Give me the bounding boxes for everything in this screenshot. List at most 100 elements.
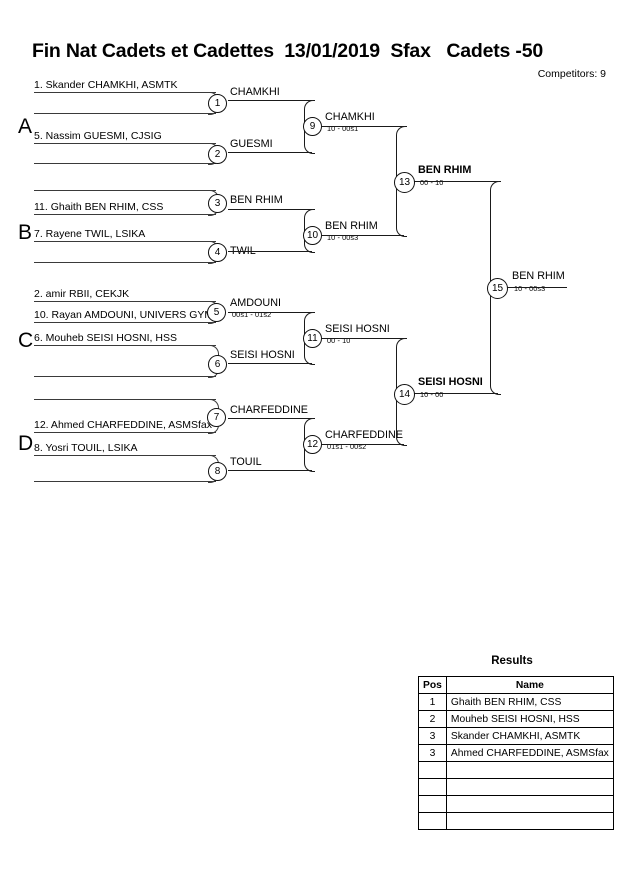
winner-line	[414, 181, 498, 182]
match-winner-12: CHARFEDDINE	[325, 429, 403, 441]
match-score-14: 10 - 00	[420, 390, 444, 399]
entrant-label: 5. Nassim GUESMI, CJSIG	[34, 130, 162, 142]
result-pos: 1	[418, 693, 447, 711]
winner-line	[228, 312, 312, 313]
slot-line	[34, 322, 216, 323]
table-row	[418, 812, 614, 830]
table-row: 3 Skander CHAMKHI, ASMTK	[418, 727, 614, 745]
results-table: Pos Name 1 Ghaith BEN RHIM, CSS 2 Mouheb…	[418, 676, 614, 830]
match-node-12[interactable]: 12	[303, 435, 322, 454]
match-node-6[interactable]: 6	[208, 355, 227, 374]
column-header-name: Name	[445, 676, 614, 694]
entrant-label: 10. Rayan AMDOUNI, UNIVERS GYM	[34, 309, 214, 321]
competitors-count: Competitors: 9	[537, 68, 606, 80]
match-node-2[interactable]: 2	[208, 145, 227, 164]
match-node-11[interactable]: 11	[303, 329, 322, 348]
group-label-b: B	[18, 221, 33, 244]
slot-line	[34, 481, 216, 482]
slot-line	[34, 214, 216, 215]
slot-line	[34, 113, 216, 114]
match-winner-6: SEISI HOSNI	[230, 349, 295, 361]
entrant-label: 7. Rayene TWIL, LSIKA	[34, 228, 146, 240]
entrant-label: 2. amir RBII, CEKJK	[34, 288, 130, 300]
result-name	[445, 795, 614, 813]
table-row: 1 Ghaith BEN RHIM, CSS	[418, 693, 614, 711]
winner-line	[414, 393, 498, 394]
match-winner-9: CHAMKHI	[325, 111, 375, 123]
result-name	[445, 778, 614, 796]
match-winner-7: CHARFEDDINE	[230, 404, 308, 416]
slot-line	[34, 143, 216, 144]
group-label-d: D	[18, 432, 34, 455]
entrant-label: 1. Skander CHAMKHI, ASMTK	[34, 79, 178, 91]
match-winner-13: BEN RHIM	[418, 164, 472, 176]
match-winner-5: AMDOUNI	[230, 297, 281, 309]
table-row: 2 Mouheb SEISI HOSNI, HSS	[418, 710, 614, 728]
match-winner-8: TOUIL	[230, 456, 262, 468]
match-winner-3: BEN RHIM	[230, 194, 283, 206]
match-score-10: 10 - 00s3	[327, 233, 359, 242]
table-row	[418, 778, 614, 796]
slot-line	[34, 301, 216, 302]
page-title: Fin Nat Cadets et Cadettes 13/01/2019 Sf…	[32, 40, 543, 62]
match-winner-14: SEISI HOSNI	[418, 376, 483, 388]
table-header-row: Pos Name	[418, 676, 614, 694]
slot-line	[34, 376, 216, 377]
match-node-13[interactable]: 13	[394, 172, 415, 193]
entrant-label: 12. Ahmed CHARFEDDINE, ASMSfax	[34, 419, 212, 431]
match-node-10[interactable]: 10	[303, 226, 322, 245]
result-name: Mouheb SEISI HOSNI, HSS	[445, 710, 614, 728]
winner-line	[228, 152, 312, 153]
match-winner-15: BEN RHIM	[512, 270, 565, 282]
winner-line	[228, 418, 312, 419]
match-node-15[interactable]: 15	[487, 278, 508, 299]
winner-line	[322, 338, 404, 339]
winner-line	[322, 444, 404, 445]
result-name: Skander CHAMKHI, ASMTK	[445, 727, 614, 745]
match-score-15: 10 - 00s3	[514, 284, 546, 293]
table-row	[418, 761, 614, 779]
result-name	[445, 812, 614, 830]
result-pos	[418, 812, 447, 830]
match-winner-10: BEN RHIM	[325, 220, 378, 232]
slot-line	[34, 345, 216, 346]
match-node-3[interactable]: 3	[208, 194, 227, 213]
winner-line	[228, 251, 312, 252]
result-pos	[418, 778, 447, 796]
result-name	[445, 761, 614, 779]
column-header-pos: Pos	[418, 676, 447, 694]
winner-line	[322, 235, 404, 236]
result-pos: 3	[418, 744, 447, 762]
winner-line	[228, 363, 312, 364]
match-node-7[interactable]: 7	[207, 408, 226, 427]
match-score-12: 01s1 - 00s2	[327, 442, 367, 451]
match-score-11: 00 - 10	[327, 336, 351, 345]
table-row: 3 Ahmed CHARFEDDINE, ASMSfax	[418, 744, 614, 762]
match-node-5[interactable]: 5	[207, 303, 226, 322]
slot-line	[34, 262, 216, 263]
result-name: Ahmed CHARFEDDINE, ASMSfax	[445, 744, 614, 762]
match-node-14[interactable]: 14	[394, 384, 415, 405]
slot-line	[34, 455, 216, 456]
match-node-4[interactable]: 4	[208, 243, 227, 262]
match-node-1[interactable]: 1	[208, 94, 227, 113]
slot-line	[34, 190, 216, 191]
match-winner-2: GUESMI	[230, 138, 273, 150]
result-pos: 3	[418, 727, 447, 745]
match-score-9: 10 - 00s1	[327, 124, 359, 133]
match-node-8[interactable]: 8	[208, 462, 227, 481]
entrant-label: 8. Yosri TOUIL, LSIKA	[34, 442, 138, 454]
winner-line	[228, 470, 312, 471]
match-node-9[interactable]: 9	[303, 117, 322, 136]
slot-line	[34, 432, 216, 433]
result-pos	[418, 795, 447, 813]
group-label-a: A	[18, 115, 33, 138]
match-score-5: 00s1 - 01s2	[232, 310, 272, 319]
table-row	[418, 795, 614, 813]
result-name: Ghaith BEN RHIM, CSS	[445, 693, 614, 711]
group-label-c: C	[18, 329, 34, 352]
slot-line	[34, 241, 216, 242]
result-pos	[418, 761, 447, 779]
result-pos: 2	[418, 710, 447, 728]
